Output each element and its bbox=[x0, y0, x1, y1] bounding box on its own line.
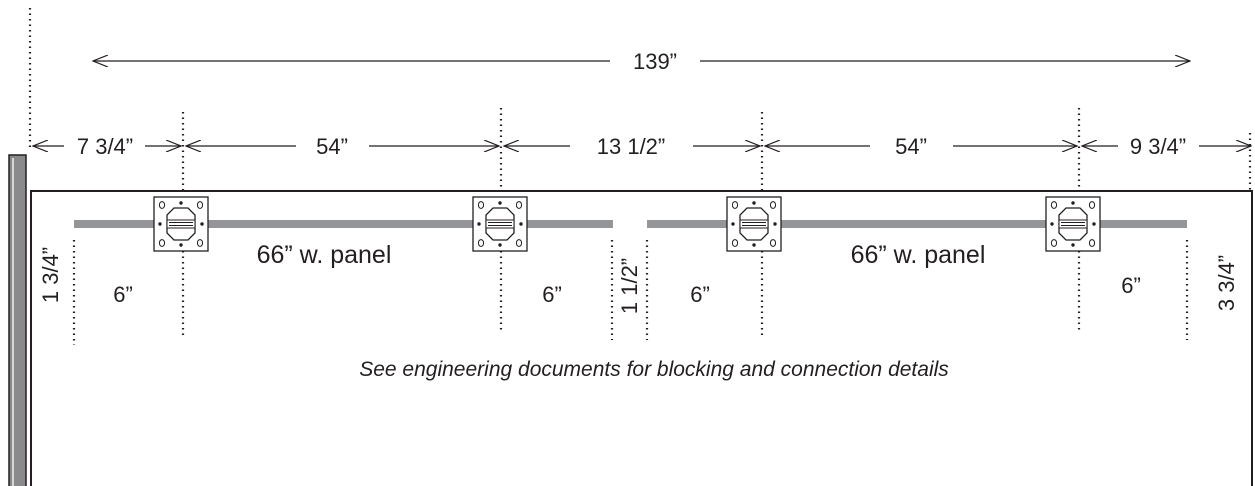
extension-lines bbox=[28, 8, 1252, 190]
wall-outline bbox=[30, 190, 1253, 486]
offset-label: 6” bbox=[1121, 273, 1141, 298]
spacing-label: 13 1/2” bbox=[597, 134, 666, 159]
vertical-dimension-label: 3 3/4” bbox=[1214, 255, 1239, 311]
offset-label: 6” bbox=[113, 282, 133, 307]
offset-label: 6” bbox=[690, 282, 710, 307]
spacing-label: 7 3/4” bbox=[77, 134, 133, 159]
mounting-bracket-icon bbox=[472, 196, 528, 252]
vertical-dimension-label: 1 1/2” bbox=[617, 258, 642, 314]
offset-label: 6” bbox=[542, 282, 562, 307]
mounting-bracket-icon bbox=[726, 196, 782, 252]
engineering-note: See engineering documents for blocking a… bbox=[359, 358, 949, 381]
spacing-label: 54” bbox=[895, 134, 927, 159]
overall-dimension-label: 139” bbox=[633, 49, 677, 74]
overall-dimension: 139” bbox=[93, 49, 1190, 74]
panel-bar-right bbox=[647, 220, 1187, 228]
vertical-dimension-label: 1 3/4” bbox=[38, 247, 63, 303]
wall-post bbox=[8, 154, 27, 486]
offset-lines bbox=[72, 240, 1189, 345]
panel-label: 66” w. panel bbox=[851, 241, 986, 269]
spacing-label: 9 3/4” bbox=[1130, 134, 1186, 159]
spacing-label: 54” bbox=[316, 134, 348, 159]
mounting-bracket-icon bbox=[1045, 196, 1101, 252]
panel-label: 66” w. panel bbox=[257, 241, 392, 269]
panel-bar-left bbox=[74, 220, 613, 228]
mounting-bracket-icon bbox=[153, 196, 209, 252]
